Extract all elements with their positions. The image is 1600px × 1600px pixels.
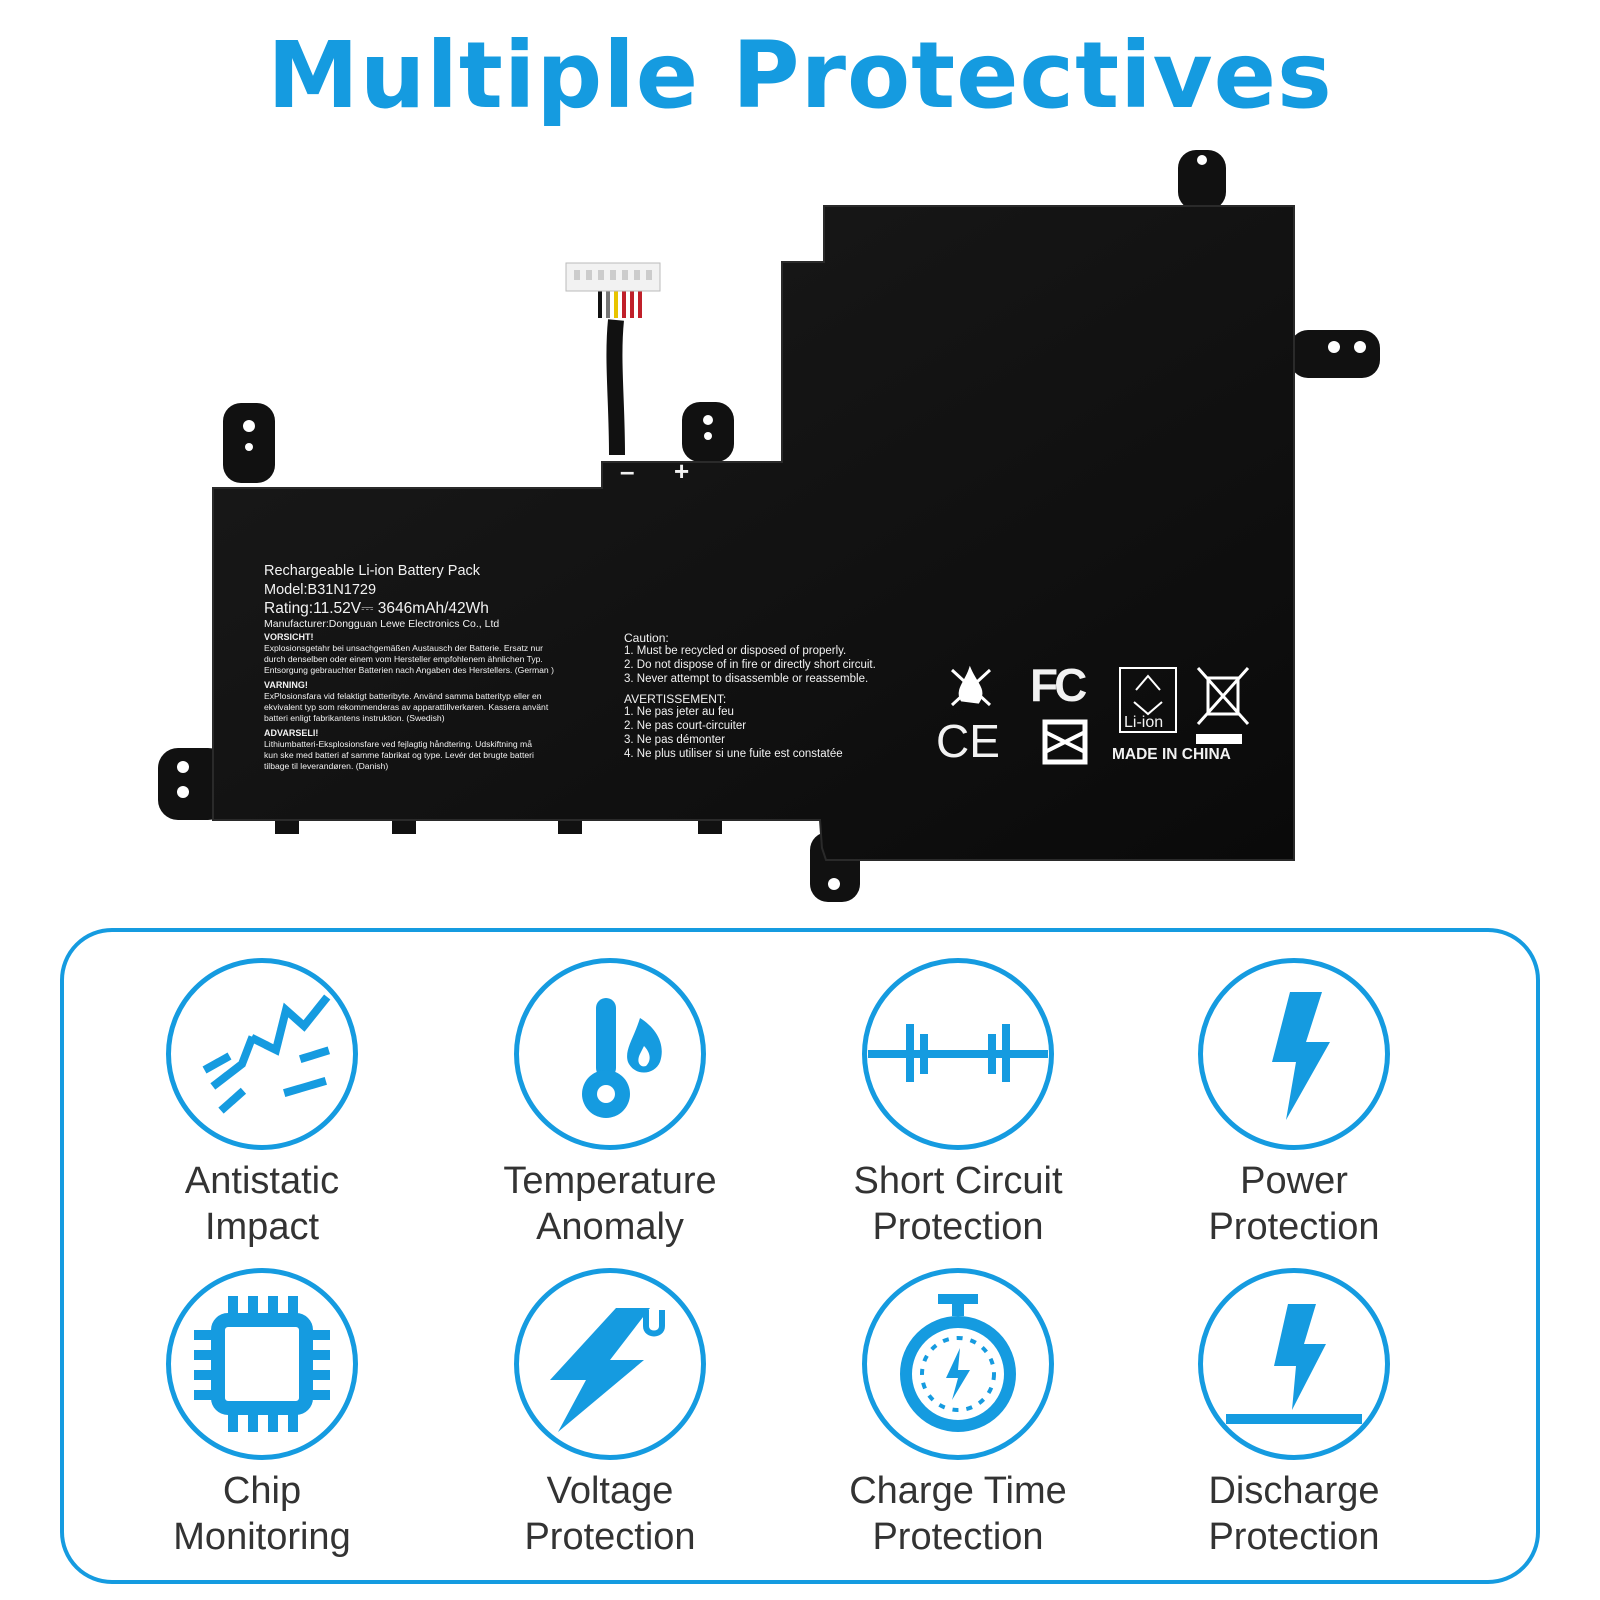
feature-label: Protection — [1208, 1206, 1380, 1248]
features-panel — [60, 928, 1540, 1584]
discharge-bolt-icon — [1226, 1304, 1362, 1424]
feature-label: Voltage — [546, 1470, 674, 1512]
feature-label: Short Circuit — [853, 1160, 1063, 1202]
avertissement-item: 4. Ne plus utiliser si une fuite est con… — [624, 748, 843, 760]
vorsicht-text: durch denselben oder einem vom Herstelle… — [264, 654, 543, 664]
varning-heading: VARNING! — [264, 680, 308, 690]
advarseli-heading: ADVARSELI! — [264, 728, 319, 738]
vorsicht-text: Explosionsgetahr bei unsachgemäßen Austa… — [264, 643, 543, 653]
caution-item: 3. Never attempt to disassemble or reass… — [624, 673, 869, 685]
feature-label: Chip — [222, 1470, 302, 1512]
voltage-bolt-icon — [550, 1308, 665, 1432]
avertissement-item: 2. Ne pas court-circuiter — [624, 720, 747, 732]
feature-label: Protection — [1208, 1516, 1380, 1558]
feature-label: Antistatic — [184, 1160, 340, 1202]
antistatic-icon — [202, 990, 335, 1114]
feature-label: Protection — [872, 1206, 1044, 1248]
terminal-plus: + — [674, 456, 690, 486]
vorsicht-text: Entsorgung gebrauchter Batterien nach An… — [264, 665, 554, 675]
icon-circle — [862, 1268, 1054, 1460]
varning-text: batteri enligt fabrikantens instruktion.… — [264, 713, 445, 723]
icon-circle — [862, 958, 1054, 1150]
feature-label: Protection — [872, 1516, 1044, 1558]
icon-circle — [1198, 958, 1390, 1150]
chip-icon — [194, 1296, 330, 1432]
icon-circle — [1198, 1268, 1390, 1460]
feature-label: Charge Time — [849, 1470, 1067, 1512]
feature-label: Discharge — [1208, 1470, 1380, 1512]
page-title: Multiple Protectives — [267, 22, 1333, 129]
varning-text: ekvivalent typ som rekommenderas av appa… — [264, 702, 549, 712]
fcc-mark: FC — [1030, 659, 1087, 711]
feature-label: Impact — [204, 1206, 320, 1248]
battery-manufacturer: Manufacturer:Dongguan Lewe Electronics C… — [264, 618, 500, 630]
icon-circle — [514, 958, 706, 1150]
thermometer-flame-icon — [582, 998, 662, 1118]
feature-label: Monitoring — [173, 1516, 351, 1558]
battery-title: Rechargeable Li-ion Battery Pack — [264, 563, 481, 579]
stopwatch-icon — [900, 1294, 1016, 1432]
advarseli-text: kun ske med batteri af samme fabrikat og… — [264, 750, 534, 760]
ce-mark: CE — [936, 715, 1000, 767]
varning-text: ExPlosionsfara vid felaktigt batteribyte… — [264, 691, 542, 701]
avertissement-item: 3. Ne pas démonter — [624, 734, 726, 746]
icon-circle — [166, 958, 358, 1150]
caution-heading: Caution: — [624, 631, 669, 645]
caution-item: 1. Must be recycled or disposed of prope… — [624, 645, 847, 657]
vorsicht-heading: VORSICHT! — [264, 632, 314, 642]
advarseli-text: tilbage til leverandøren. (Danish) — [264, 761, 389, 771]
feature-label: Temperature — [503, 1160, 717, 1202]
avertissement-item: 1. Ne pas jeter au feu — [624, 706, 734, 718]
lightning-bolt-icon — [1272, 992, 1330, 1120]
icon-circle — [514, 1268, 706, 1460]
caution-item: 2. Do not dispose of in fire or directly… — [624, 659, 876, 671]
made-in-label: MADE IN CHINA — [1112, 746, 1231, 763]
avertissement-heading: AVERTISSEMENT: — [624, 692, 727, 706]
battery-image — [158, 150, 1380, 902]
icon-circle — [166, 1268, 358, 1460]
advarseli-text: Lithiumbatteri-Eksplosionsfare ved fejla… — [264, 739, 532, 749]
battery-rating: Rating:11.52V⎓ 3646mAh/42Wh — [264, 600, 489, 617]
feature-label: Power — [1240, 1160, 1348, 1202]
short-circuit-icon — [868, 1024, 1048, 1082]
terminal-minus: – — [620, 456, 635, 486]
feature-label: Protection — [524, 1516, 696, 1558]
battery-model: Model:B31N1729 — [264, 582, 377, 598]
li-ion-mark: Li-ion — [1124, 714, 1164, 731]
feature-label: Anomaly — [536, 1206, 684, 1248]
